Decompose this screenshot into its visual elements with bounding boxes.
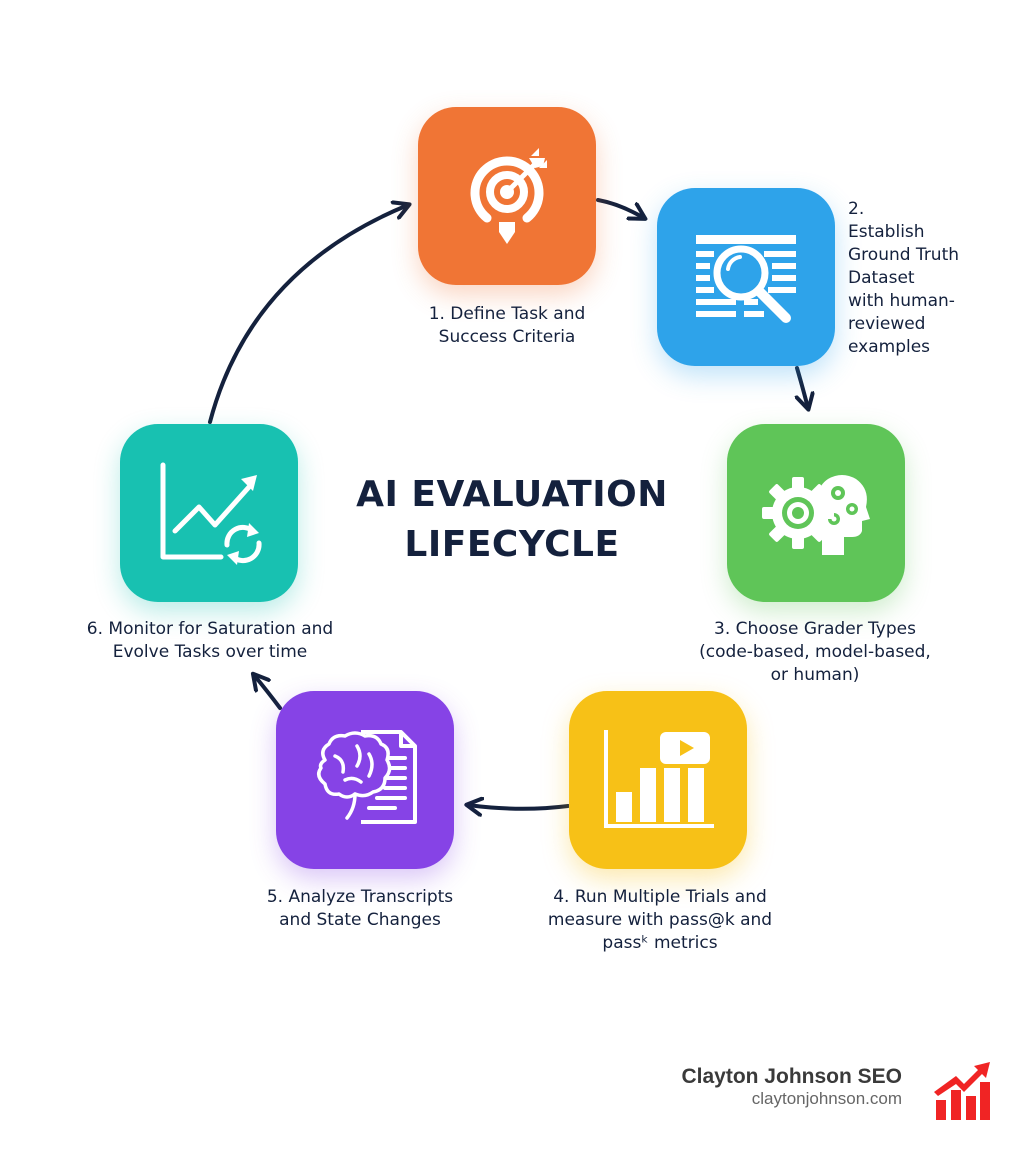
step-1-tile xyxy=(418,107,596,285)
step-5-tile xyxy=(276,691,454,869)
arrow-5-to-6 xyxy=(254,675,282,710)
arrow-6-to-1 xyxy=(208,205,408,424)
gear-head-icon xyxy=(762,475,870,555)
step-1-label: 1. Define Task and Success Criteria xyxy=(428,304,586,347)
step-6-tile xyxy=(120,424,298,602)
step-2-label: 2. Establish Ground Truth Dataset with h… xyxy=(848,199,960,357)
step-4-label: 4. Run Multiple Trials and measure with … xyxy=(547,887,773,953)
brain-document-icon xyxy=(317,730,417,824)
brand-block: Clayton Johnson SEO claytonjohnson.com xyxy=(650,1064,902,1109)
red-growth-chart-icon xyxy=(934,1062,990,1120)
bar-chart-play-icon xyxy=(604,730,714,828)
step-6-label: 6. Monitor for Saturation and Evolve Tas… xyxy=(86,619,334,662)
step-5-label: 5. Analyze Transcripts and State Changes xyxy=(266,887,454,930)
arrow-2-to-3 xyxy=(797,366,808,408)
arrow-4-to-5 xyxy=(468,805,570,809)
step-3-tile xyxy=(727,424,905,602)
trend-chart-refresh-icon xyxy=(160,462,262,565)
document-magnifier-icon xyxy=(696,235,796,323)
brand-url: claytonjohnson.com xyxy=(751,1089,902,1108)
step-2-tile xyxy=(657,188,835,366)
target-arrow-icon xyxy=(470,148,547,244)
arrow-1-to-2 xyxy=(596,198,644,218)
brand-name: Clayton Johnson SEO xyxy=(681,1065,902,1088)
step-4-tile xyxy=(569,691,747,869)
step-3-label: 3. Choose Grader Types (code-based, mode… xyxy=(699,619,931,685)
diagram-title: AI EVALUATION LIFECYCLE xyxy=(356,474,668,565)
